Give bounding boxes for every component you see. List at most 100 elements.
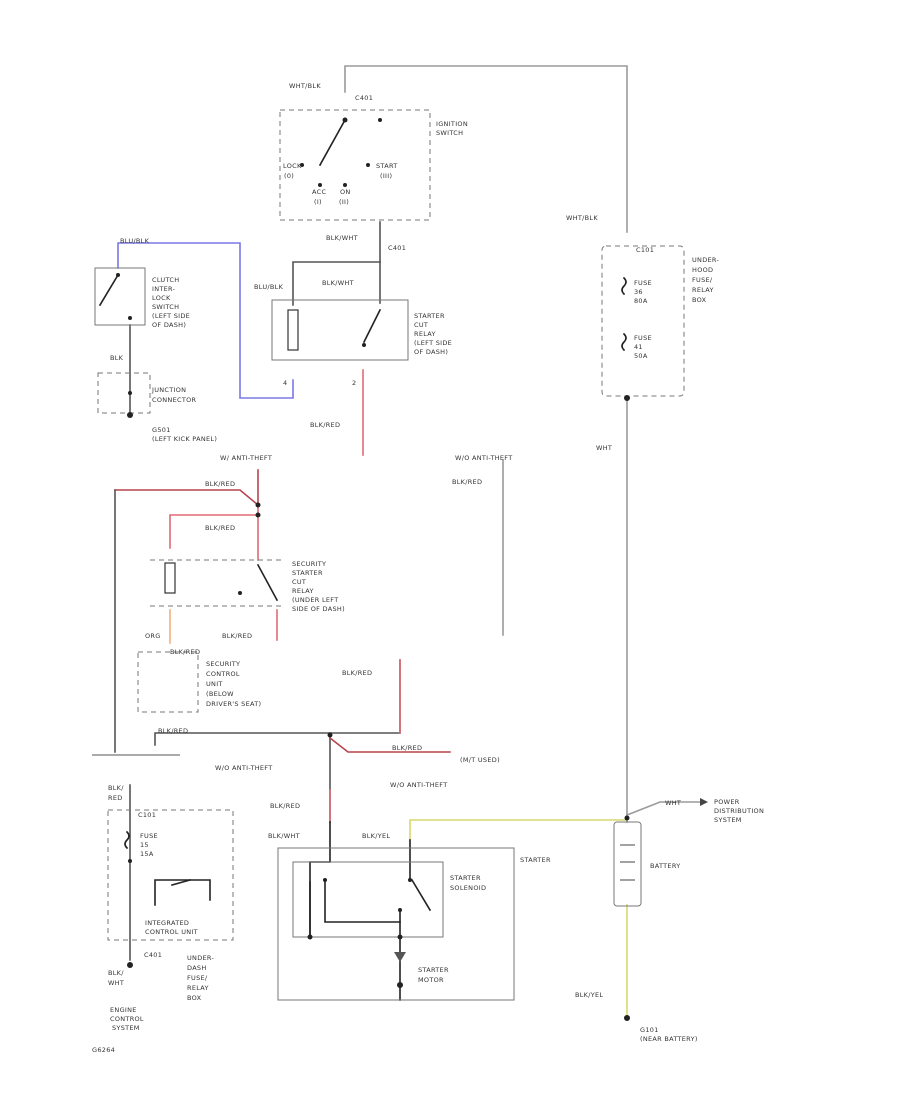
wire-starter-left bbox=[309, 821, 331, 936]
battery-ground-wire: BLK/YEL bbox=[575, 991, 603, 999]
security-unit-label-2: CONTROL bbox=[206, 670, 240, 678]
power-dist-3: SYSTEM bbox=[714, 816, 742, 824]
motor-label-1: STARTER bbox=[418, 966, 449, 974]
starter-label: STARTER bbox=[520, 856, 551, 864]
security-label-5: (UNDER LEFT bbox=[292, 596, 338, 604]
figure-id: G6264 bbox=[92, 1046, 115, 1054]
solenoid-label-1: STARTER bbox=[450, 874, 481, 882]
ignition-cavity-label: C401 bbox=[355, 94, 373, 102]
ignition-switch-label-2: SWITCH bbox=[436, 129, 463, 137]
underhood-out-pin bbox=[624, 395, 630, 401]
relay-contact-pivot bbox=[362, 343, 366, 347]
solenoid-label-2: SOLENOID bbox=[450, 884, 486, 892]
starter-cut-relay: BLK/WHT BLU/BLK 4 2 STARTER CUT RELAY (L… bbox=[254, 279, 452, 429]
clutch-wire-out: BLK bbox=[110, 354, 124, 362]
security-relay-contact bbox=[238, 591, 242, 595]
ignition-pos-start: START bbox=[376, 162, 398, 170]
security-wire-mid: BLK/RED bbox=[205, 524, 235, 532]
icu-wire-out-1: BLK/ bbox=[108, 969, 124, 977]
security-label-3: CUT bbox=[292, 578, 306, 586]
fuse-41-label: FUSE bbox=[634, 334, 652, 342]
wire-mt-branch bbox=[328, 736, 451, 753]
fuse-36-symbol bbox=[621, 276, 627, 296]
icu-out-pin bbox=[127, 962, 133, 968]
underhood-label-3: FUSE/ bbox=[692, 276, 713, 284]
ignition-pos-lock-num: (0) bbox=[284, 172, 294, 180]
note-blk-red-left: BLK/RED bbox=[158, 727, 188, 735]
security-wire-out: BLK/RED bbox=[222, 632, 252, 640]
security-splice-top bbox=[255, 502, 261, 508]
security-relay-blade bbox=[256, 563, 279, 602]
wire-blu-blk bbox=[117, 242, 294, 399]
security-wire-top: BLK/RED bbox=[205, 480, 235, 488]
ignition-switch-blade bbox=[318, 118, 347, 167]
icu-wire-out-2: WHT bbox=[108, 979, 124, 987]
starter-cut-relay-wire-left: BLU/BLK bbox=[254, 283, 284, 291]
wire-starter-batt bbox=[409, 819, 628, 841]
starter-cut-relay-label-4: (LEFT SIDE bbox=[414, 339, 452, 347]
underhood-label-1: UNDER- bbox=[692, 256, 719, 264]
integrated-control-unit: BLK/ RED C101 FUSE 15 15A INTEGRATED CON… bbox=[92, 754, 234, 1032]
icu-box bbox=[107, 809, 234, 941]
underhood-fuse-box-outline bbox=[601, 245, 685, 397]
battery-splice bbox=[624, 815, 630, 821]
clutch-interlock-switch: BLU/BLK CLUTCH INTER- LOCK SWITCH (LEFT … bbox=[94, 237, 190, 362]
engine-control-2: CONTROL bbox=[110, 1015, 144, 1023]
ignition-contact-lock bbox=[300, 163, 304, 167]
icu-fuse-pin bbox=[128, 859, 132, 863]
underhood-label-4: RELAY bbox=[692, 286, 714, 294]
note-blk-red-lower: BLK/RED bbox=[342, 669, 372, 677]
ignition-contact-start bbox=[378, 118, 382, 122]
starter-cut-relay-box bbox=[271, 299, 409, 361]
underhood-out-wire: WHT bbox=[596, 444, 612, 452]
icu-wire-in-2: RED bbox=[108, 794, 123, 802]
ignition-contact-acc bbox=[318, 183, 322, 187]
fuse-41-number: 41 bbox=[634, 343, 643, 351]
security-note-top: W/ ANTI-THEFT bbox=[220, 454, 272, 462]
security-control-unit: BLK/RED SECURITY CONTROL UNIT (BELOW DRI… bbox=[137, 648, 261, 713]
clutch-switch-contact-top bbox=[116, 273, 120, 277]
solenoid-coil-lines bbox=[324, 879, 401, 923]
ignition-contact-st bbox=[366, 163, 370, 167]
power-dist-arrow bbox=[700, 798, 708, 806]
ignition-pos-acc-num: (I) bbox=[314, 198, 322, 206]
ignition-pos-acc: ACC bbox=[312, 188, 326, 196]
icu-fuse-number: 15 bbox=[140, 841, 149, 849]
ignition-feed-wire-label: WHT/BLK bbox=[289, 82, 321, 90]
note-mt-used: (M/T USED) bbox=[460, 756, 500, 764]
clutch-label-1: CLUTCH bbox=[152, 276, 179, 284]
battery-box bbox=[613, 821, 642, 907]
fuse-41-rating: 50A bbox=[634, 352, 648, 360]
wire-to-starter-cut-relay bbox=[292, 261, 381, 306]
security-unit-box bbox=[137, 651, 199, 713]
icu-inner-blade bbox=[171, 879, 191, 886]
starter-cut-relay-label-1: STARTER bbox=[414, 312, 445, 320]
ignition-output-cavity: C401 bbox=[388, 244, 406, 252]
clutch-label-4: SWITCH bbox=[152, 303, 179, 311]
splice-main bbox=[327, 732, 333, 738]
wiring bbox=[114, 65, 701, 1016]
engine-control-1: ENGINE bbox=[110, 1006, 137, 1014]
battery: WHT POWER DISTRIBUTION SYSTEM BATTERY BL… bbox=[575, 798, 764, 1043]
clutch-label-5: (LEFT SIDE bbox=[152, 312, 190, 320]
security-label-1: SECURITY bbox=[292, 560, 326, 568]
security-relay-coil bbox=[164, 562, 176, 594]
solenoid-pin-right bbox=[398, 908, 402, 912]
junction-connector-box bbox=[97, 372, 151, 414]
starter-cut-relay-out-wire: BLK/RED bbox=[310, 421, 340, 429]
ignition-switch-box bbox=[279, 109, 431, 221]
ignition-pos-on-num: (II) bbox=[339, 198, 349, 206]
icu-under-3: FUSE/ bbox=[187, 974, 208, 982]
icu-fuse-rating: 15A bbox=[140, 850, 154, 858]
fuse-36-label: FUSE bbox=[634, 279, 652, 287]
starter-cut-relay-label-2: CUT bbox=[414, 321, 428, 329]
ground-g501-location: (LEFT KICK PANEL) bbox=[152, 435, 217, 443]
note-mt-wire: BLK/RED bbox=[392, 744, 422, 752]
wire-ignition-feed bbox=[344, 65, 628, 233]
icu-under-1: UNDER- bbox=[187, 954, 214, 962]
relay-pin-right: 2 bbox=[352, 379, 356, 387]
clutch-label-6: OF DASH) bbox=[152, 321, 186, 329]
relay-pin-left: 4 bbox=[283, 379, 287, 387]
security-label-6: SIDE OF DASH) bbox=[292, 605, 345, 613]
